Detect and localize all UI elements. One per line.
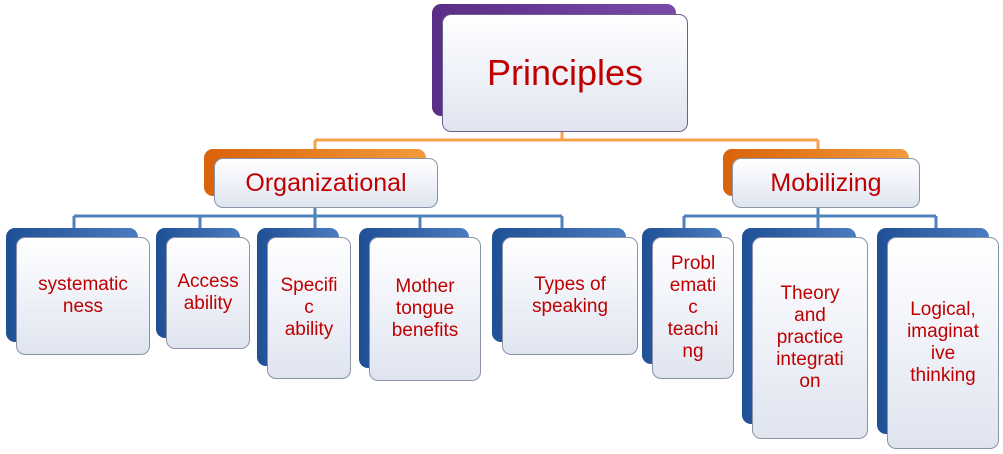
root-label: Principles xyxy=(486,52,644,94)
mobilizing-connector xyxy=(682,207,938,230)
leaf-label: Access ability xyxy=(177,271,239,314)
category-label: Mobilizing xyxy=(770,168,882,197)
category-label: Organizational xyxy=(245,168,407,197)
leaf-label: Specifi c ability xyxy=(280,275,338,340)
leaf-label: Types of speaking xyxy=(531,274,609,317)
leaf-label: systematic ness xyxy=(38,274,128,317)
leaf-label: Mother tongue benefits xyxy=(391,276,459,341)
leaf-label: Probl emati c teachi ng xyxy=(667,253,719,362)
leaf-label: Theory and practice integrati on xyxy=(776,283,844,392)
organizational-connector xyxy=(72,207,564,230)
leaf-label: Logical, imaginat ive thinking xyxy=(907,299,979,386)
